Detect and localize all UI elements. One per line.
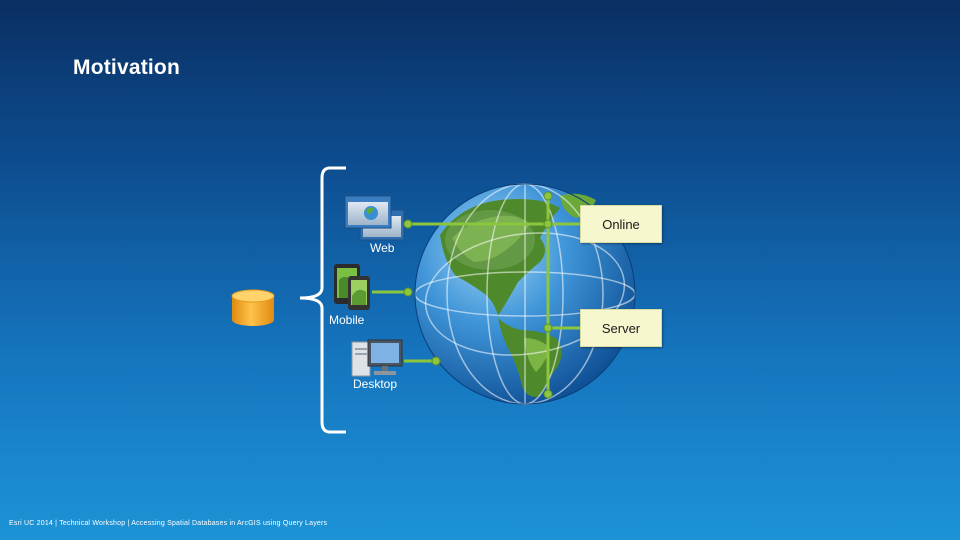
mobile-label: Mobile bbox=[329, 313, 365, 327]
desktop-computer-icon bbox=[351, 339, 403, 377]
web-browser-icon bbox=[344, 195, 405, 241]
slide-title: Motivation bbox=[73, 56, 180, 79]
desktop-label: Desktop bbox=[353, 377, 398, 391]
online-label-text: Online bbox=[602, 216, 640, 232]
server-label-text: Server bbox=[601, 320, 641, 336]
database-icon bbox=[231, 289, 275, 326]
online-label: Online bbox=[580, 205, 662, 243]
web-label: Web bbox=[370, 241, 395, 255]
connector-nodes bbox=[403, 191, 553, 399]
bracket-icon bbox=[299, 166, 346, 434]
mobile-devices-icon bbox=[334, 264, 370, 310]
connector-lines bbox=[372, 196, 590, 394]
slide-footer: Esri UC 2014 | Technical Workshop | Acce… bbox=[9, 520, 328, 527]
server-label: Server bbox=[580, 309, 662, 347]
